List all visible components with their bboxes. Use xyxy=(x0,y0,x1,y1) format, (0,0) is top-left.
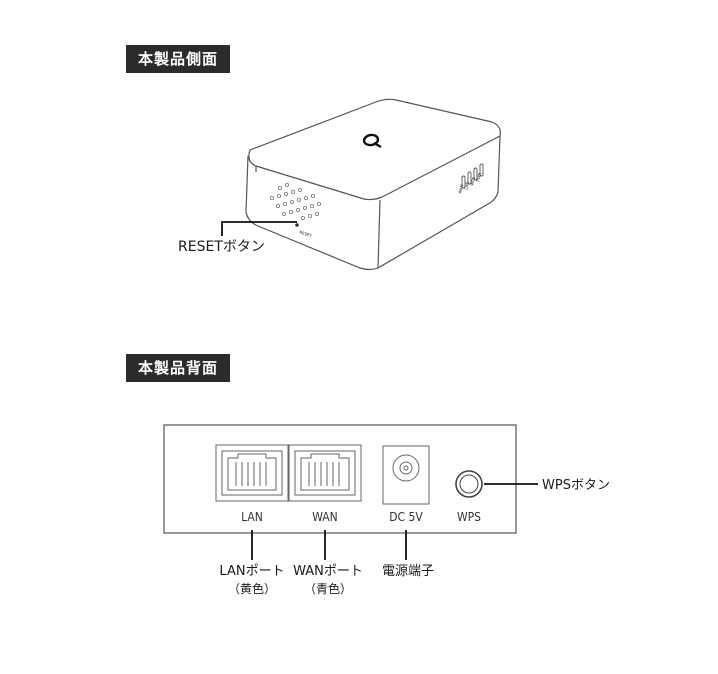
dc-port-print: DC 5V xyxy=(389,510,423,524)
led-label-wps: WPS xyxy=(469,176,476,186)
device-back-panel xyxy=(163,424,517,534)
reset-callout-label: RESETボタン xyxy=(178,239,265,255)
device-front-face xyxy=(245,155,379,271)
wps-port-print: WPS xyxy=(457,510,481,524)
device-side-view xyxy=(245,98,501,271)
led-label-wan: WAN xyxy=(457,184,464,194)
brand-logo-icon xyxy=(362,133,382,149)
led-indicators xyxy=(461,163,484,189)
wan-port xyxy=(288,444,362,502)
device-top-face xyxy=(248,98,501,201)
device-right-face xyxy=(377,135,501,270)
wan-color-callout: （青色） xyxy=(304,582,352,596)
lan-color-callout: （黄色） xyxy=(228,582,276,596)
reset-leader-line xyxy=(221,221,297,236)
wps-button xyxy=(455,470,483,498)
wps-button-callout: WPSボタン xyxy=(542,478,610,493)
wan-port-callout: WANポート xyxy=(293,564,363,579)
vent-holes xyxy=(269,182,321,220)
led-label-pwr: PWR xyxy=(475,172,482,182)
back-section-title: 本製品背面 xyxy=(126,354,231,382)
lan-port-print: LAN xyxy=(241,510,263,524)
reset-print: RESET xyxy=(299,229,313,238)
reset-hole-icon xyxy=(295,223,299,227)
side-section-title: 本製品側面 xyxy=(126,45,231,73)
lan-port-callout: LANポート xyxy=(219,564,284,579)
led-labels: WAN LAN WPS PWR xyxy=(457,172,482,194)
lan-port xyxy=(215,444,289,502)
led-label-lan: LAN xyxy=(463,181,470,190)
dc-power-jack xyxy=(382,445,430,505)
wan-port-print: WAN xyxy=(312,510,337,524)
power-callout: 電源端子 xyxy=(382,564,434,579)
